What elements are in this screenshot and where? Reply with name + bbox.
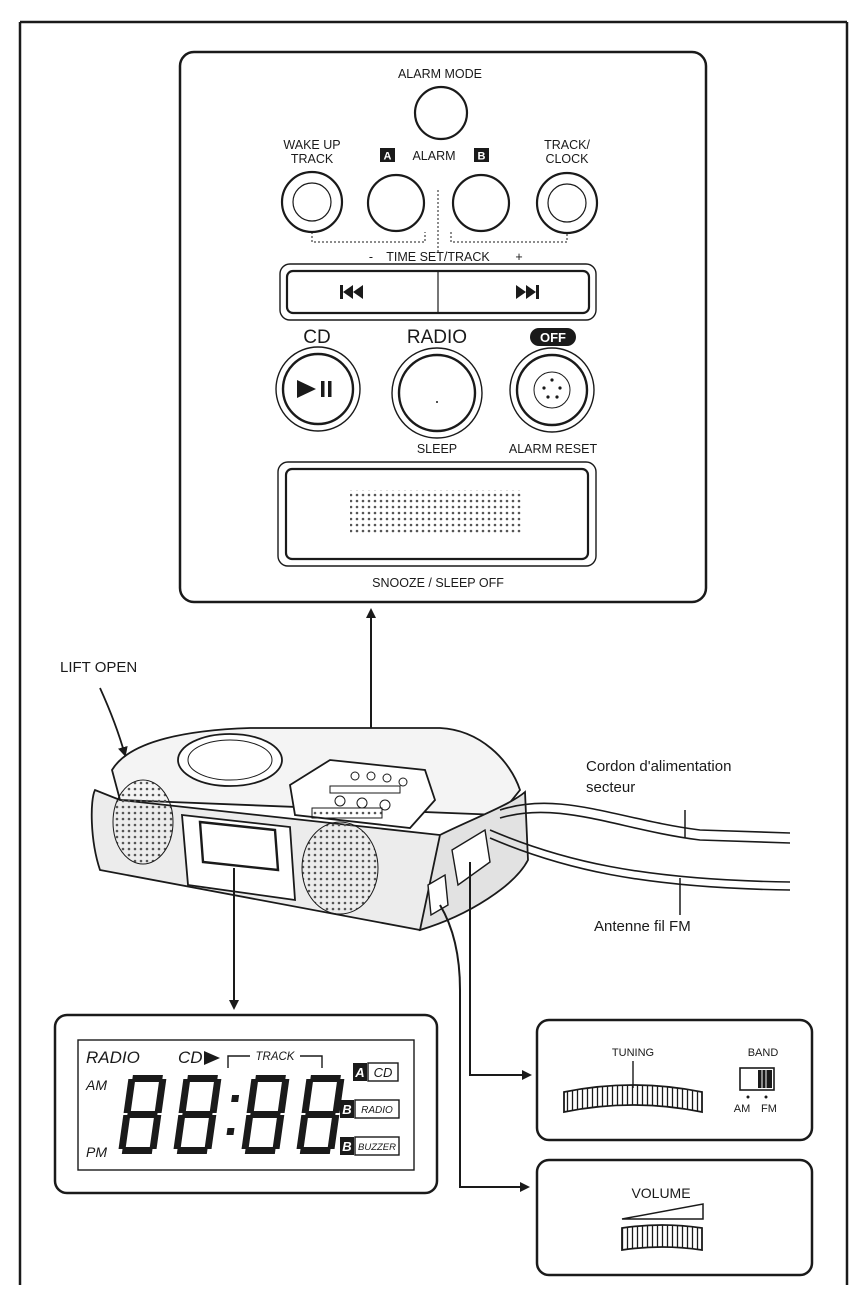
- power-cord: [489, 802, 791, 891]
- skip-back-button[interactable]: [287, 271, 438, 313]
- alarm-label: ALARM: [412, 149, 455, 163]
- page-frame: [18, 20, 849, 1285]
- alarm-b-button[interactable]: [451, 173, 511, 233]
- skip-forward-icon: [516, 285, 539, 299]
- wake-up-track-button[interactable]: [280, 170, 344, 234]
- time-set-minus: -: [369, 250, 373, 264]
- lcd-radio-box-label: RADIO: [361, 1105, 393, 1116]
- snooze-sleep-off-bar[interactable]: [277, 461, 597, 567]
- lcd-track-bracket: [227, 1055, 323, 1068]
- lcd-b-letter-1: B: [342, 1102, 351, 1117]
- lcd-digits: [118, 1075, 345, 1154]
- volume-dial[interactable]: [621, 1224, 703, 1252]
- volume-label: VOLUME: [631, 1185, 690, 1201]
- snooze-label: SNOOZE / SLEEP OFF: [372, 576, 504, 590]
- off-alarm-reset-button[interactable]: [509, 347, 595, 433]
- play-pause-icon: [297, 380, 332, 398]
- alarm-b-letter: B: [478, 151, 486, 163]
- lcd-track-label: TRACK: [256, 1051, 296, 1063]
- alarm-reset-label: ALARM RESET: [509, 442, 598, 456]
- off-label: OFF: [540, 330, 566, 345]
- alarm-mode-button[interactable]: [413, 85, 469, 141]
- band-switch[interactable]: [739, 1067, 775, 1091]
- tuning-label: TUNING: [612, 1047, 654, 1059]
- tuning-band-panel: TUNING BAND AM FM: [535, 1018, 814, 1142]
- track-clock-label-line1: TRACK/: [544, 138, 590, 152]
- time-set-bracket: [311, 190, 568, 252]
- skip-forward-button[interactable]: [438, 271, 589, 313]
- control-panel: ALARM MODE WAKE UP TRACK A ALARM B TRACK…: [178, 50, 708, 604]
- wake-up-track-label-line2: TRACK: [291, 152, 334, 166]
- band-am-label: AM: [734, 1103, 751, 1115]
- volume-ramp-icon: [621, 1203, 704, 1220]
- lcd-a-badge: [353, 1063, 367, 1081]
- volume-panel: VOLUME: [535, 1158, 814, 1277]
- lcd-cd-label: CD: [178, 1048, 203, 1067]
- time-set-plus: +: [515, 250, 522, 264]
- band-fm-label: FM: [761, 1103, 777, 1115]
- sleep-label: SLEEP: [417, 442, 457, 456]
- lcd-cd-box-label: CD: [374, 1065, 393, 1080]
- alarm-a-button[interactable]: [366, 173, 426, 233]
- cd-label: CD: [303, 327, 330, 348]
- lcd-b-badge-1: [340, 1100, 354, 1118]
- clock-radio-device: [90, 727, 529, 932]
- band-label: BAND: [748, 1047, 779, 1059]
- track-clock-label-line2: CLOCK: [545, 152, 589, 166]
- off-badge: [530, 328, 576, 346]
- lcd-b-letter-2: B: [342, 1139, 351, 1154]
- radio-sleep-button[interactable]: [391, 347, 483, 439]
- track-clock-button-inner: [547, 183, 587, 223]
- lcd-buzzer-box: [354, 1136, 400, 1156]
- lcd-cd-box: [367, 1062, 399, 1082]
- alarm-a-letter: A: [384, 151, 392, 163]
- alarm-mode-label: ALARM MODE: [398, 67, 482, 81]
- lcd-display-panel: RADIO CD TRACK AM PM: [53, 1013, 439, 1195]
- power-cord-label-line2: secteur: [586, 779, 635, 796]
- radio-label: RADIO: [407, 327, 467, 348]
- lcd-am-label: AM: [85, 1077, 107, 1093]
- lcd-radio-label: RADIO: [86, 1048, 140, 1067]
- lcd-a-letter: A: [354, 1065, 364, 1080]
- cd-play-pause-button[interactable]: [275, 346, 361, 432]
- volume-arrow: [439, 904, 530, 1192]
- wake-up-track-button-inner: [292, 182, 332, 222]
- lcd-b-badge-2: [340, 1137, 354, 1155]
- alarm-a-badge: [380, 148, 395, 162]
- time-set-track-label: TIME SET/TRACK: [386, 250, 490, 264]
- wake-up-track-label-line1: WAKE UP: [283, 138, 340, 152]
- skip-back-icon: [340, 285, 363, 299]
- lcd-pm-label: PM: [86, 1144, 107, 1160]
- track-clock-button[interactable]: [535, 171, 599, 235]
- lcd-cd-play-icon: [204, 1051, 220, 1065]
- alarm-b-badge: [474, 148, 489, 162]
- lift-open-label: LIFT OPEN: [60, 659, 137, 676]
- lcd-radio-box: [354, 1099, 400, 1119]
- fm-antenna-label: Antenne fil FM: [594, 918, 691, 935]
- lcd-buzzer-box-label: BUZZER: [358, 1142, 396, 1153]
- lift-open-arrow: [99, 687, 128, 757]
- tuning-arrow: [469, 862, 532, 1080]
- tuning-dial[interactable]: [563, 1084, 703, 1114]
- power-cord-label-line1: Cordon d'alimentation: [586, 758, 731, 775]
